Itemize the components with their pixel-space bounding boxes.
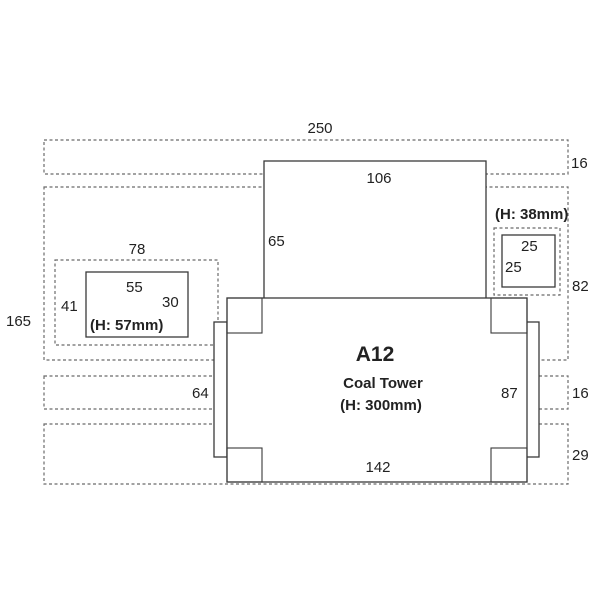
dim-bottom-strip-height: 29 — [572, 447, 589, 464]
dim-left-box-height: 30 — [162, 294, 179, 311]
dim-left-zone-height: 41 — [61, 298, 78, 315]
dim-tower-top-height: 65 — [268, 233, 285, 250]
left-building-zone — [54, 259, 219, 346]
left-building-height-note: (H: 57mm) — [90, 317, 163, 334]
dim-right-zone-height: 82 — [572, 278, 589, 295]
tower-main-body — [226, 297, 528, 483]
corner-pad-bottom-left — [226, 447, 263, 483]
dim-tower-right-height: 87 — [501, 385, 518, 402]
tower-right-ledge — [525, 321, 540, 458]
dim-small-box-width: 25 — [521, 238, 538, 255]
dim-mid-strip-height: 16 — [572, 385, 589, 402]
dim-small-box-height: 25 — [505, 259, 522, 276]
dim-tower-left-height: 64 — [192, 385, 209, 402]
dim-tower-top-width: 106 — [366, 170, 391, 187]
dim-top-strip-height: 16 — [571, 155, 588, 172]
dim-overall-width: 250 — [307, 120, 332, 137]
dim-tower-base-width: 142 — [365, 459, 390, 476]
small-building-height-note: (H: 38mm) — [495, 206, 568, 223]
tower-name-label: Coal Tower — [343, 375, 423, 392]
tower-upper-section — [263, 160, 487, 300]
left-building — [85, 271, 189, 338]
dim-overall-height: 165 — [6, 313, 31, 330]
corner-pad-top-right — [490, 297, 528, 334]
small-building-zone — [493, 227, 561, 296]
small-building — [501, 234, 556, 288]
dim-left-box-width: 55 — [126, 279, 143, 296]
tower-left-ledge — [213, 321, 228, 458]
dim-left-zone-width: 78 — [129, 241, 146, 258]
corner-pad-bottom-right — [490, 447, 528, 483]
tower-height-note: (H: 300mm) — [340, 397, 422, 414]
corner-pad-top-left — [226, 297, 263, 334]
middle-strip-zone — [43, 375, 569, 410]
tower-id-label: A12 — [356, 343, 395, 366]
